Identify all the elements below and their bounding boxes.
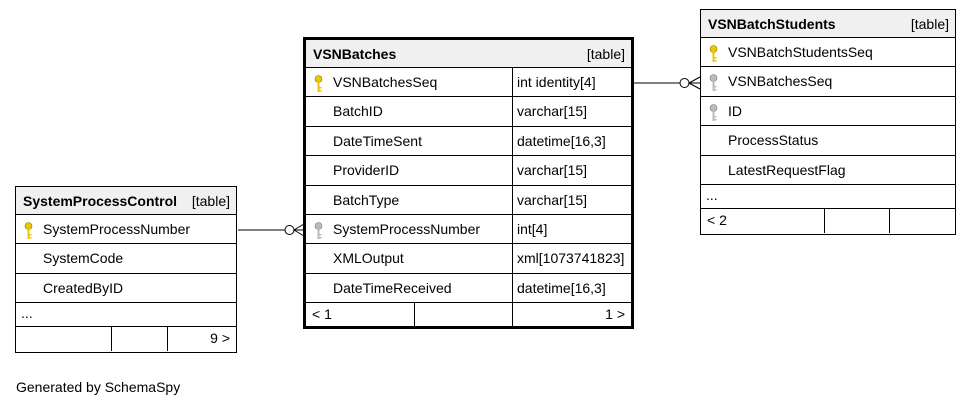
children-count[interactable]: 1 > bbox=[605, 306, 625, 323]
column-name[interactable]: LatestRequestFlag bbox=[728, 161, 846, 178]
relationship-systemprocesscontrol-vsnbatches bbox=[238, 223, 305, 237]
column-row[interactable]: CreatedByID bbox=[16, 274, 236, 304]
column-type: varchar[15] bbox=[517, 103, 588, 120]
table-header: VSNBatches [table] bbox=[306, 40, 631, 68]
column-row[interactable]: ID bbox=[701, 97, 955, 127]
column-name[interactable]: VSNBatchesSeq bbox=[333, 74, 438, 90]
column-name[interactable]: VSNBatchesSeq bbox=[728, 73, 833, 90]
column-type: xml[1073741823] bbox=[517, 250, 625, 267]
column-row[interactable]: LatestRequestFlag bbox=[701, 156, 955, 185]
column-name[interactable]: ID bbox=[728, 102, 742, 119]
table-kind: [table] bbox=[910, 16, 949, 32]
column-name[interactable]: BatchType bbox=[333, 191, 400, 208]
parents-count[interactable]: < 1 bbox=[312, 306, 332, 323]
generator-caption: Generated by SchemaSpy bbox=[16, 379, 181, 395]
table-name[interactable]: VSNBatches bbox=[313, 46, 397, 62]
column-name[interactable]: SystemCode bbox=[43, 250, 124, 267]
foreign-key-icon bbox=[314, 222, 323, 239]
primary-key-icon bbox=[314, 75, 323, 92]
column-row[interactable]: BatchID varchar[15] bbox=[306, 97, 631, 127]
table-footer: < 2 bbox=[701, 208, 955, 233]
table-name[interactable]: SystemProcessControl bbox=[23, 193, 178, 209]
foreign-key-icon bbox=[709, 103, 718, 121]
primary-key-icon bbox=[24, 222, 33, 239]
column-row[interactable]: ProcessStatus bbox=[701, 126, 955, 156]
children-count[interactable]: 9 > bbox=[210, 330, 230, 347]
foreign-key-icon bbox=[709, 74, 718, 92]
column-name[interactable]: SystemProcessNumber bbox=[333, 220, 481, 237]
column-type: datetime[16,3] bbox=[517, 132, 606, 149]
column-row[interactable]: BatchType varchar[15] bbox=[306, 185, 631, 215]
more-columns: ... bbox=[701, 185, 955, 209]
column-name[interactable]: XMLOutput bbox=[333, 250, 404, 267]
column-type: int identity[4] bbox=[517, 74, 596, 90]
table-kind: [table] bbox=[586, 46, 625, 62]
column-name[interactable]: ProcessStatus bbox=[728, 132, 819, 149]
column-name[interactable]: DateTimeSent bbox=[333, 132, 422, 149]
table-header: VSNBatchStudents [table] bbox=[701, 10, 955, 38]
column-row[interactable]: VSNBatchStudentsSeq bbox=[701, 38, 955, 68]
primary-key-icon bbox=[709, 45, 718, 62]
column-name[interactable]: DateTimeReceived bbox=[333, 279, 452, 296]
column-row[interactable]: DateTimeReceived datetime[16,3] bbox=[306, 273, 631, 304]
column-row[interactable]: VSNBatchesSeq bbox=[701, 67, 955, 97]
table-footer: < 1 1 > bbox=[306, 303, 631, 328]
table-header: SystemProcessControl [table] bbox=[16, 187, 236, 215]
column-name[interactable]: ProviderID bbox=[333, 162, 400, 179]
column-row[interactable]: XMLOutput xml[1073741823] bbox=[306, 244, 631, 274]
column-type: varchar[15] bbox=[517, 191, 588, 208]
column-name[interactable]: BatchID bbox=[333, 103, 383, 120]
column-type: int[4] bbox=[517, 220, 548, 237]
table-name[interactable]: VSNBatchStudents bbox=[708, 16, 836, 32]
column-row[interactable]: SystemProcessNumber bbox=[16, 215, 236, 245]
table-vsnbatchstudents[interactable]: VSNBatchStudents [table] VSNBatchStudent… bbox=[700, 9, 956, 235]
table-footer: 9 > bbox=[16, 327, 236, 352]
column-row[interactable]: SystemProcessNumber int[4] bbox=[306, 214, 631, 245]
column-name[interactable]: CreatedByID bbox=[43, 279, 124, 296]
table-kind: [table] bbox=[191, 193, 230, 209]
column-name[interactable]: SystemProcessNumber bbox=[43, 221, 191, 237]
table-systemprocesscontrol[interactable]: SystemProcessControl [table] SystemProce… bbox=[15, 186, 237, 353]
column-row[interactable]: ProviderID varchar[15] bbox=[306, 156, 631, 186]
relationship-vsnbatches-vsnbatchstudents bbox=[634, 76, 701, 90]
column-row[interactable]: DateTimeSent datetime[16,3] bbox=[306, 126, 631, 157]
more-columns: ... bbox=[16, 303, 236, 328]
column-name[interactable]: VSNBatchStudentsSeq bbox=[728, 44, 873, 60]
table-vsnbatches[interactable]: VSNBatches [table] VSNBatchesSeq int ide… bbox=[303, 37, 634, 329]
column-type: datetime[16,3] bbox=[517, 279, 606, 296]
column-row[interactable]: VSNBatchesSeq int identity[4] bbox=[306, 68, 631, 98]
column-row[interactable]: SystemCode bbox=[16, 244, 236, 274]
parents-count[interactable]: < 2 bbox=[707, 211, 727, 228]
column-type: varchar[15] bbox=[517, 162, 588, 179]
